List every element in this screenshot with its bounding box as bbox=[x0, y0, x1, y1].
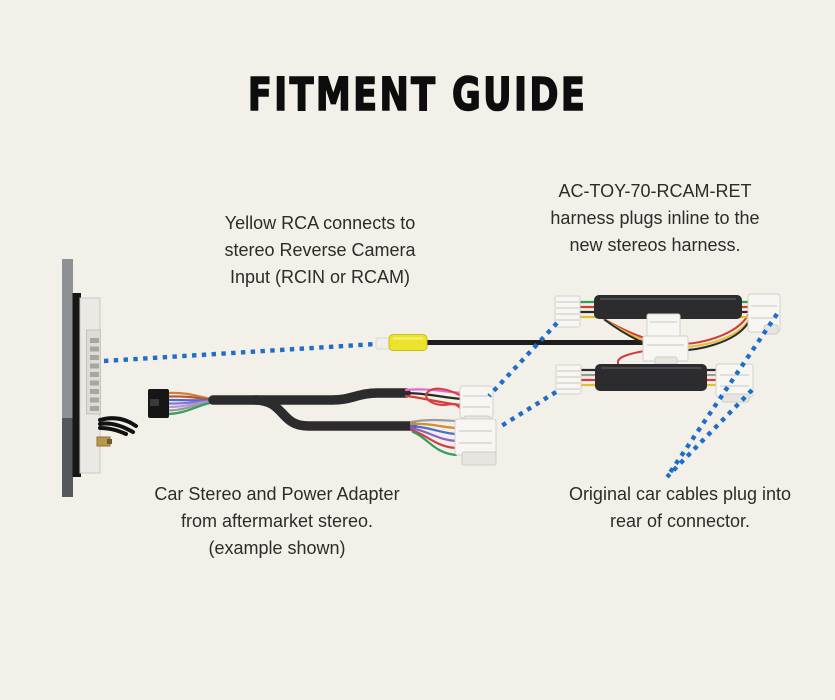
upper-branch-wires bbox=[404, 387, 463, 410]
head-unit-ports bbox=[90, 338, 99, 411]
annotation-line: Car Stereo and Power Adapter bbox=[154, 484, 400, 504]
wire-loop bbox=[425, 387, 462, 410]
annotation-line: (example shown) bbox=[208, 538, 346, 558]
annotation-line: Yellow RCA connects to bbox=[224, 213, 416, 233]
annotation-yellow-rca: Yellow RCA connects to stereo Reverse Ca… bbox=[170, 210, 470, 291]
loom-sleeve-upper-branch bbox=[208, 388, 411, 405]
page-title-text: FITMENT GUIDE bbox=[247, 67, 588, 122]
aftermarket-harness bbox=[148, 385, 497, 466]
callout-line-rca bbox=[103, 341, 377, 364]
page-title: FITMENT GUIDE bbox=[0, 67, 835, 122]
annotation-line: Input (RCIN or RCAM) bbox=[229, 267, 411, 287]
callout-line-inline-top bbox=[487, 321, 559, 398]
callout-line-inline-bottom bbox=[496, 390, 558, 430]
callout-line-rear-top bbox=[667, 312, 779, 476]
annotation-harness-inline: AC-TOY-70-RCAM-RET harness plugs inline … bbox=[505, 178, 805, 259]
wire bbox=[409, 418, 458, 424]
head-unit-screen-upper bbox=[62, 259, 73, 419]
yellow-rca bbox=[375, 334, 645, 351]
new-stereo-plug-lower bbox=[454, 418, 497, 466]
bottom-loom-left-connector bbox=[555, 364, 582, 395]
annotation-line: rear of connector. bbox=[609, 511, 751, 531]
annotation-line: AC-TOY-70-RCAM-RET bbox=[558, 181, 752, 201]
annotation-line: stereo Reverse Camera bbox=[224, 240, 416, 260]
head-unit-bezel bbox=[72, 293, 81, 477]
iso-connector-notch bbox=[150, 399, 159, 406]
callout-line-rear-bottom bbox=[665, 388, 754, 479]
stereo-input-wires bbox=[167, 391, 215, 416]
wire bbox=[409, 424, 458, 436]
annotation-car-stereo: Car Stereo and Power Adapter from afterm… bbox=[127, 481, 427, 562]
head-unit-screen-lower bbox=[62, 418, 73, 497]
callout-lines bbox=[103, 312, 779, 479]
annotation-line: new stereos harness. bbox=[569, 235, 741, 255]
head-unit-pigtail-wires bbox=[98, 416, 138, 436]
annotation-line: Original car cables plug into bbox=[568, 484, 792, 504]
wire bbox=[411, 430, 458, 457]
annotation-line: harness plugs inline to the bbox=[550, 208, 760, 228]
annotation-original-cables: Original car cables plug into rear of co… bbox=[530, 481, 830, 535]
car-stereo-head-unit bbox=[62, 259, 138, 497]
wire bbox=[409, 428, 458, 450]
wire bbox=[404, 391, 463, 401]
bottom-loom-sleeve bbox=[595, 364, 707, 391]
top-loom-sleeve bbox=[594, 295, 742, 319]
antenna-plug-tip bbox=[107, 439, 112, 444]
wire bbox=[409, 426, 458, 443]
rca-body bbox=[388, 334, 428, 351]
rcam-ret-harness-top bbox=[554, 293, 781, 369]
wire bbox=[409, 422, 458, 430]
inline-connectors bbox=[642, 313, 689, 365]
lower-branch-wires bbox=[409, 418, 458, 457]
annotation-line: from aftermarket stereo. bbox=[180, 511, 374, 531]
top-loom-left-connector bbox=[554, 295, 581, 328]
loom-sleeve-lower-branch bbox=[251, 395, 417, 431]
